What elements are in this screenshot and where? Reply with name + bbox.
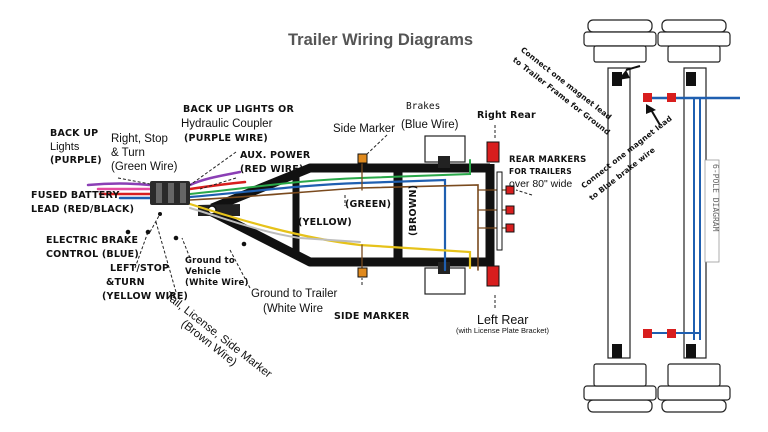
green-wire-label: (GREEN) [345,199,392,210]
right-stop-label-2: & Turn [111,147,145,159]
seven-way-plug [150,181,190,205]
axle-diagram [583,19,740,413]
aux-power-label-2: (RED WIRE) [240,164,304,175]
fused-battery-label-2: LEAD (RED/BLACK) [31,204,135,215]
aux-power-label-1: AUX. POWER [240,150,311,161]
right-rear-label: Right Rear [477,110,536,121]
leader-dots [125,212,247,247]
side-marker-bottom-label: SIDE MARKER [334,311,410,322]
rear-markers-label-1: REAR MARKERS [509,155,587,165]
trailer-frame [198,163,495,267]
brown-wire-label: (BROWN) [408,184,419,236]
ground-vehicle-label-2: Vehicle [185,267,221,277]
ground-trailer-label-2: (White Wire [263,303,324,315]
left-stop-label-2: &TURN [106,277,145,288]
left-stop-label-3: (YELLOW WIRE) [102,291,189,302]
rear-markers-label-2: FOR TRAILERS [509,167,572,176]
back-up-hyd-label-2: Hydraulic Coupler [181,118,273,130]
back-up-hyd-label-3: (PURPLE WIRE) [184,133,268,144]
six-pole-label: 6-POLE DIAGRAM [711,164,720,232]
ground-vehicle-label-1: Ground to [185,256,235,266]
back-up-lights-label-3: (PURPLE) [50,155,102,166]
electric-brake-label-1: ELECTRIC BRAKE [46,235,139,246]
trailer-lights [357,141,515,287]
brakes-label: Brakes [406,101,441,112]
back-up-lights-label-2: Lights [50,141,80,153]
diagram-title: Trailer Wiring Diagrams [288,31,474,49]
trailer-wheels [424,135,466,295]
wire-harness [86,159,509,272]
right-stop-label-3: (Green Wire) [111,161,178,173]
ground-trailer-label-1: Ground to Trailer [251,288,338,300]
left-rear-label-2: (with License Plate Bracket) [456,326,549,335]
fused-battery-label-1: FUSED BATTERY [31,190,120,201]
electric-brake-label-2: CONTROL (BLUE) [46,249,139,260]
side-marker-top-label-2: (Blue Wire) [401,119,459,131]
ground-vehicle-label-3: (White Wire) [185,278,249,288]
left-rear-label-1: Left Rear [477,313,529,327]
right-stop-label-1: Right, Stop [111,133,168,145]
left-stop-label-1: LEFT/STOP [110,263,170,274]
back-up-lights-label-1: BACK UP [50,128,99,139]
back-up-hyd-label-1: BACK UP LIGHTS OR [183,104,294,115]
rear-markers-label-3: over 80" wide [509,178,573,190]
side-marker-top-label-1: Side Marker [333,123,395,135]
leader-lines [117,125,533,310]
yellow-wire-label: (YELLOW) [298,217,352,228]
